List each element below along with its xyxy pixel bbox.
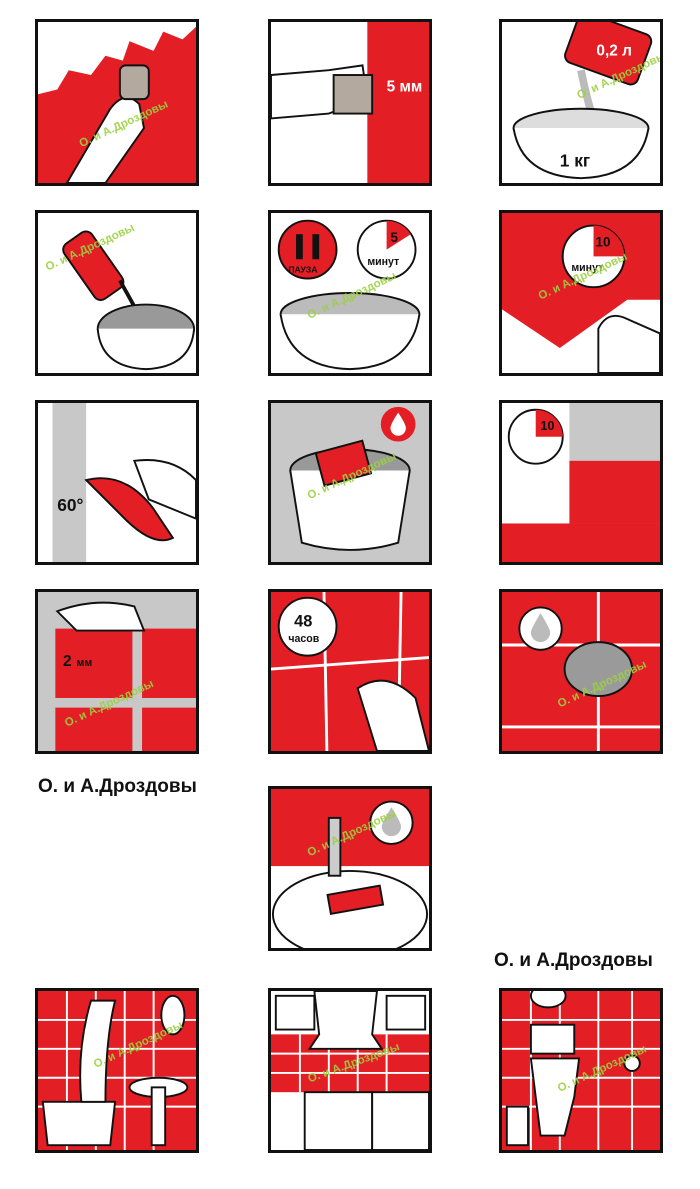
step-10-joint-spacing: 2 мм О. и А.Дроздовы <box>35 589 199 754</box>
powder-weight-label: 1 кг <box>560 151 590 171</box>
open-time-minutes: 10 <box>595 235 610 250</box>
scene-toilet: О. и А.Дроздовы <box>499 988 663 1153</box>
pause-minutes: 5 <box>390 230 398 245</box>
step-4-drill-mixing: О. и А.Дроздовы <box>35 210 199 376</box>
step-1-prime-wall: О. и А.Дроздовы <box>35 19 199 186</box>
step-6-apply-adhesive: 10 минут О. и А.Дроздовы <box>499 210 663 376</box>
angle-label: 60° <box>57 495 83 515</box>
trowel-depth-label: 5 мм <box>387 78 423 95</box>
joint-unit: мм <box>77 657 93 669</box>
adjust-minutes: 10 <box>541 419 555 433</box>
step-7-notched-trowel-angle: 60° <box>35 400 199 565</box>
step-11-grout-after-cure: 48 часов <box>268 589 432 754</box>
step-8-soak-tile: О. и А.Дроздовы <box>268 400 432 565</box>
scene-bathroom: О. и А.Дроздовы <box>35 988 199 1153</box>
author-credit-right: О. и А.Дроздовы <box>494 950 653 971</box>
step-13-rinse-tools: О. и А.Дроздовы <box>268 786 432 951</box>
joint-value: 2 <box>63 653 72 670</box>
water-volume-label: 0,2 л <box>596 43 631 60</box>
pause-label: ПАУЗА <box>288 265 318 275</box>
step-9-set-tiles: 10 <box>499 400 663 565</box>
step-2-trowel-depth: 5 мм <box>268 19 432 186</box>
step-3-mix-proportions: 0,2 л 1 кг О. и А.Дроздовы <box>499 19 663 186</box>
scene-kitchen: О. и А.Дроздовы <box>268 988 432 1153</box>
cure-hours: 48 <box>294 613 312 631</box>
step-5-pause: ПАУЗА 5 минут О. и А.Дроздовы <box>268 210 432 376</box>
author-credit-left: О. и А.Дроздовы <box>38 776 197 797</box>
minutes-label: минут <box>571 262 603 274</box>
hours-label: часов <box>288 633 319 645</box>
minutes-label: минут <box>367 256 399 268</box>
step-12-sponge-clean: О. и А.Дроздовы <box>499 589 663 754</box>
